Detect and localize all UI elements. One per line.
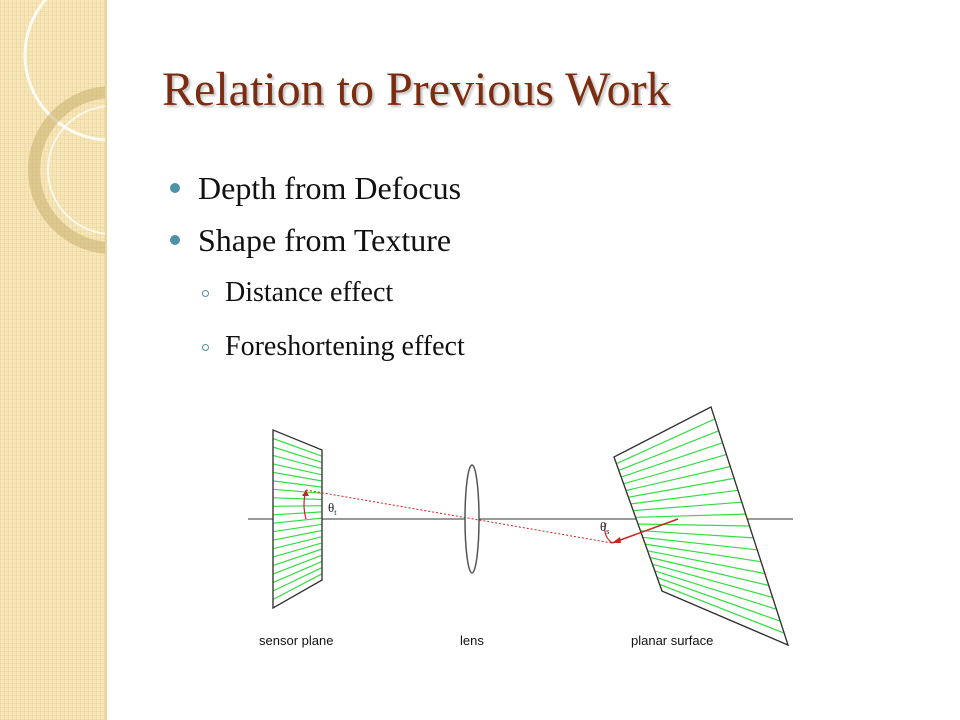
surface-texture-line [652, 563, 773, 598]
bullet-item: Shape from Texture [170, 214, 465, 266]
bullet-dot-icon [170, 183, 180, 193]
surface-texture-line [628, 477, 735, 498]
surface-texture-line [645, 543, 762, 563]
sensor-texture-line [272, 497, 323, 501]
surface-texture-line [642, 536, 758, 551]
sensor-texture-line [272, 542, 323, 558]
surface-texture-line [630, 489, 738, 505]
decorative-sidebar [0, 0, 107, 720]
bullet-text: Depth from Defocus [198, 170, 462, 206]
surface-texture-line [623, 454, 727, 485]
sensor-texture-line [272, 517, 323, 524]
sensor-texture-line [272, 446, 323, 463]
sensor-texture-line [272, 488, 323, 494]
surface-texture-line [647, 550, 766, 575]
sub-bullet-item: Foreshortening effect [170, 320, 465, 374]
sub-bullet-text: Foreshortening effect [225, 331, 465, 362]
sensor-texture-line [272, 554, 323, 575]
theta-t-label: θt [328, 500, 337, 517]
sub-bullet-item: Distance effect [170, 266, 465, 320]
shape-from-texture-diagram: θt θs sensor plane lens planar surface [248, 406, 793, 648]
sensor-texture-line [272, 573, 323, 601]
sensor-texture-line [272, 463, 323, 476]
surface-normal [611, 518, 679, 544]
sub-bullet-ring-icon [202, 343, 209, 351]
theta-s-label: θs [600, 519, 609, 536]
planar-surface-label: planar surface [631, 633, 713, 648]
normal-arrowhead-icon [612, 537, 621, 543]
sensor-texture-line [272, 529, 323, 541]
planar-surface [613, 406, 789, 647]
sensor-plane-label: sensor plane [259, 633, 333, 648]
surface-texture-line [659, 583, 785, 634]
sensor-texture-line [272, 523, 323, 533]
sensor-texture-line [272, 536, 323, 550]
light-ray [305, 489, 613, 544]
sensor-texture-line [272, 471, 323, 482]
surface-texture-line [656, 577, 781, 622]
surface-texture-line [621, 442, 723, 478]
theta-t-arrowhead-icon [302, 490, 309, 496]
surface-texture-line [616, 418, 716, 465]
sidebar-circles-icon [23, 0, 105, 254]
sensor-texture-line [272, 511, 323, 516]
sensor-plane [272, 429, 323, 610]
sensor-texture-line [272, 560, 323, 584]
surface-texture-line [637, 523, 750, 527]
surface-texture-line [649, 556, 769, 587]
sensor-texture-line [272, 505, 323, 507]
sensor-texture-line [272, 454, 323, 470]
theta-s-arc [604, 522, 613, 544]
surface-texture-line [654, 570, 777, 610]
surface-texture-line [625, 465, 731, 492]
sub-bullet-ring-icon [202, 289, 209, 297]
lens-label: lens [460, 633, 484, 648]
bullet-dot-icon [170, 235, 180, 245]
bullet-item: Depth from Defocus [170, 162, 465, 214]
sensor-texture-line [272, 567, 323, 592]
surface-texture-line [618, 430, 719, 471]
sensor-texture-line [272, 548, 323, 567]
bullet-list: Depth from Defocus Shape from Texture Di… [170, 162, 465, 374]
surface-texture-line [633, 501, 742, 512]
bullet-text: Shape from Texture [198, 222, 452, 258]
surface-texture-line [635, 513, 746, 518]
sub-bullet-text: Distance effect [225, 277, 394, 308]
slide-title: Relation to Previous Work [162, 63, 671, 116]
sensor-texture-line [272, 437, 323, 457]
sensor-texture-line [272, 480, 323, 488]
surface-texture-line [640, 530, 754, 539]
